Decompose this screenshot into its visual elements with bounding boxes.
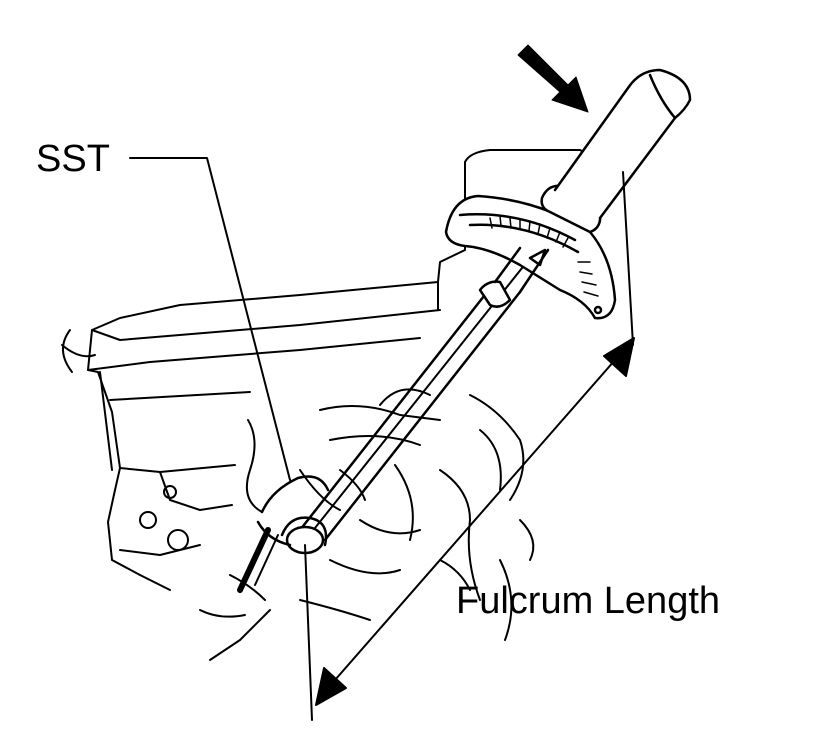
fulcrum-length-label: Fulcrum Length xyxy=(456,580,721,622)
sst-label: SST xyxy=(36,138,110,180)
force-arrow-icon xyxy=(517,44,589,113)
torque-wrench xyxy=(237,68,692,593)
dimension-arrowhead-bottom xyxy=(315,667,347,706)
dimension-arrowhead-top xyxy=(603,337,635,377)
fulcrum-length-dimension xyxy=(304,171,635,721)
engine-background xyxy=(61,149,590,661)
sst-leader-line xyxy=(129,157,291,481)
